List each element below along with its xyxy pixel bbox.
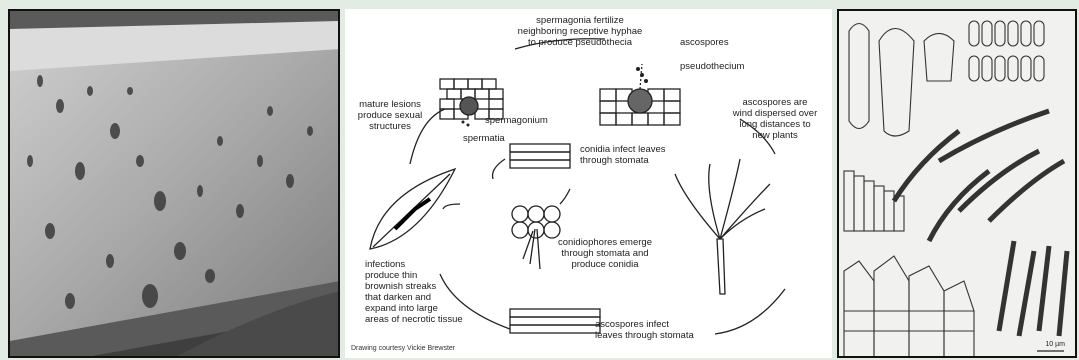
leaf-lesion-photo xyxy=(8,9,340,358)
label-spermagonium: spermagonium xyxy=(485,115,548,126)
disease-cycle-diagram: spermagonia fertilize neighboring recept… xyxy=(345,9,832,358)
label-ascospores-infect: ascospores infect leaves through stomata xyxy=(595,319,694,341)
label-conidiophores: conidiophores emerge through stomata and… xyxy=(545,237,665,270)
label-spermatia: spermatia xyxy=(463,133,505,144)
scale-bar-label: 10 µm xyxy=(1045,341,1065,348)
spore-micrograph-drawing: 10 µm xyxy=(837,9,1077,358)
label-infections: infections produce thin brownish streaks… xyxy=(365,259,463,325)
drawing-credit: Drawing courtesy Vickie Brewster xyxy=(351,345,455,352)
label-conidia-infect: conidia infect leaves through stomata xyxy=(580,144,666,166)
label-mature-lesions: mature lesions produce sexual structures xyxy=(350,99,430,132)
spore-drawing xyxy=(839,11,1077,358)
arrow-bottom-right xyxy=(715,289,785,334)
label-spermagonia-fertilize: spermagonia fertilize neighboring recept… xyxy=(495,15,665,48)
label-pseudothecium: pseudothecium xyxy=(680,61,744,72)
leaf-photo-drawing xyxy=(10,11,340,358)
label-ascospores: ascospores xyxy=(680,37,729,48)
label-ascospores-wind: ascospores are wind dispersed over long … xyxy=(720,97,830,141)
